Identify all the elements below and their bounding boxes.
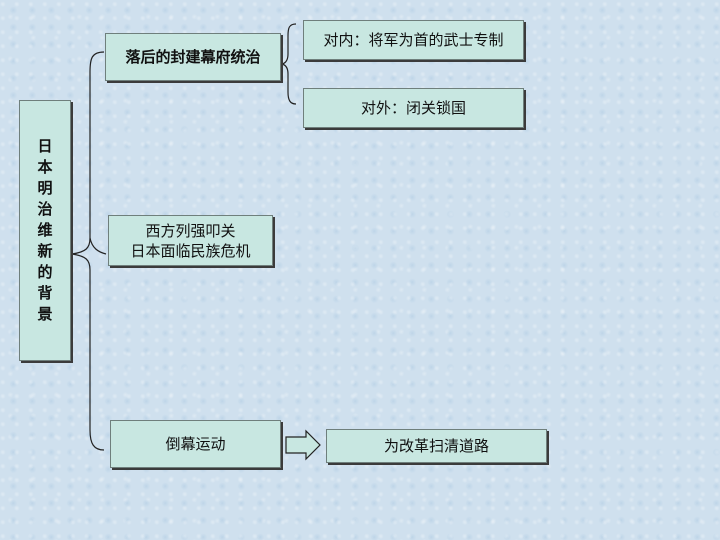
root-char: 本 xyxy=(37,158,53,176)
node-feudal-rule: 落后的封建幕府统治 xyxy=(105,33,281,81)
root-char: 日 xyxy=(37,137,53,155)
main-brace xyxy=(71,51,105,451)
western-pressure-line: 日本面临民族危机 xyxy=(130,241,251,260)
root-char: 背 xyxy=(37,284,53,302)
node-foreign-policy: 对外：闭关锁国 xyxy=(303,88,524,128)
root-char: 的 xyxy=(37,263,53,281)
node-shogunate-overthrow: 倒幕运动 xyxy=(110,420,281,468)
root-char: 明 xyxy=(37,179,53,197)
root-char: 维 xyxy=(37,221,53,239)
middle-tick xyxy=(89,237,107,255)
western-pressure-line: 西方列强叩关 xyxy=(145,221,236,240)
root-char: 治 xyxy=(37,200,53,218)
node-clear-path-for-reform: 为改革扫清道路 xyxy=(326,429,547,463)
block-arrow xyxy=(285,429,321,461)
node-western-pressure: 西方列强叩关 日本面临民族危机 xyxy=(108,215,273,266)
root-char: 新 xyxy=(37,242,53,260)
node-domestic-policy: 对内：将军为首的武士专制 xyxy=(303,20,524,60)
root-char: 景 xyxy=(37,305,53,323)
sub-brace xyxy=(281,23,297,105)
root-node-meiji-background: 日 本 明 治 维 新 的 背 景 xyxy=(19,100,71,361)
